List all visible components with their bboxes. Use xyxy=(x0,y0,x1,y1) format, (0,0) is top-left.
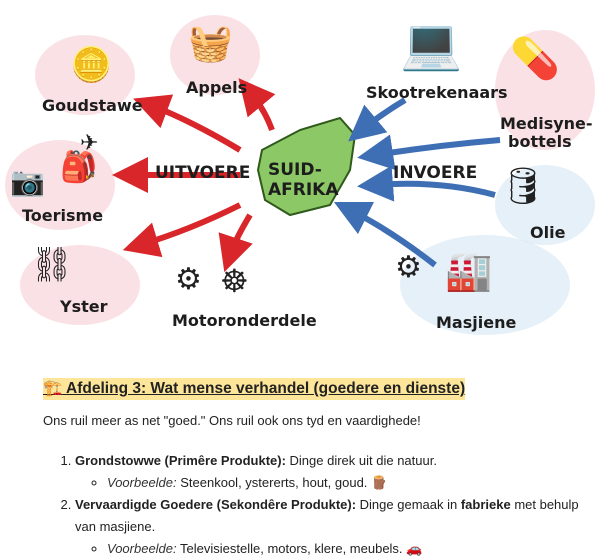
label-invoere: INVOERE xyxy=(393,163,478,183)
export-arrow-parts xyxy=(218,213,253,273)
iron-background xyxy=(20,245,140,325)
label-masjiene: Masjiene xyxy=(436,313,517,332)
label-olie: Olie xyxy=(530,223,566,242)
import-arrow-machines xyxy=(333,201,437,268)
example-item: Voorbeelde: Televisiestelle, motors, kle… xyxy=(107,538,583,560)
goods-list: Grondstowwe (Primêre Produkte): Dinge di… xyxy=(43,450,583,560)
iron-bars-icon: ⛓ xyxy=(30,246,74,284)
item-title: Grondstowwe (Primêre Produkte): xyxy=(75,453,286,468)
intro-text: Ons ruil meer as net "goed." Ons ruil oo… xyxy=(43,413,421,428)
laptop-icon: 💻 xyxy=(400,16,463,72)
oil-background xyxy=(495,165,595,245)
medicine-background xyxy=(495,30,595,150)
item-bold: fabrieke xyxy=(460,497,511,512)
tourism-background xyxy=(5,140,115,230)
backpack-icon: 🎒 xyxy=(60,151,98,184)
label-appels: Appels xyxy=(186,78,248,97)
trade-diagram: 🪙 🧺 📷 🎒 ✈ ⛓ ⚙ ☸ 💻 💊 🛢 ⚙ 🏭 Goudstawe Appe… xyxy=(5,15,595,335)
list-item: Grondstowwe (Primêre Produkte): Dinge di… xyxy=(75,450,583,494)
example-item: Voorbeelde: Steenkool, ystererts, hout, … xyxy=(107,472,583,494)
item-text: Dinge direk uit die natuur. xyxy=(285,453,437,468)
gold-bars-icon: 🪙 xyxy=(70,46,113,84)
machines-background xyxy=(400,235,570,335)
land-shape xyxy=(256,116,357,217)
export-arrow-apples xyxy=(238,78,276,132)
example-label: Voorbeelde: xyxy=(107,541,177,556)
example-text: Televisiestelle, motors, klere, meubels.… xyxy=(176,541,423,556)
airplane-icon: ✈ xyxy=(80,130,99,155)
section-content: 🏗️ Afdeling 3: Wat mense verhandel (goed… xyxy=(43,378,583,560)
label-suid: SUID- xyxy=(268,160,322,180)
gold-background xyxy=(35,35,135,115)
factory-icon: 🏭 xyxy=(445,251,493,293)
example-label: Voorbeelde: xyxy=(107,475,177,490)
gears-icon: ⚙ xyxy=(175,263,202,296)
label-motoronderdele: Motoronderdele xyxy=(172,311,317,330)
steering-wheel-icon: ☸ xyxy=(220,263,249,299)
section-heading-text: Afdeling 3: Wat mense verhandel (goedere… xyxy=(66,380,466,397)
item-title: Vervaardigde Goedere (Sekondêre Produkte… xyxy=(75,497,357,512)
medicine-bottles-icon: 💊 xyxy=(510,37,560,81)
label-skootrekenaars: Skootrekenaars xyxy=(366,83,508,102)
item-text-end: met behulp van masjiene. xyxy=(75,497,579,534)
label-yster: Yster xyxy=(60,297,108,316)
oil-pump-icon: 🛢 xyxy=(500,165,546,206)
item-text: Dinge gemaak in xyxy=(356,497,461,512)
label-medisyne: Medisyne- xyxy=(500,114,593,133)
export-arrow-iron xyxy=(122,202,242,258)
camera-icon: 📷 xyxy=(10,166,45,197)
list-item: Vervaardigde Goedere (Sekondêre Produkte… xyxy=(75,494,583,560)
apple-basket-icon: 🧺 xyxy=(188,22,233,63)
import-arrow-medicine xyxy=(357,134,501,171)
arrows-layer xyxy=(112,78,501,273)
crane-icon: 🏗️ xyxy=(43,380,63,397)
import-arrow-laptop xyxy=(348,97,407,142)
import-arrow-oil xyxy=(357,165,496,202)
label-goudstawe: Goudstawe xyxy=(42,96,143,115)
label-afrika: AFRIKA xyxy=(268,180,339,200)
example-text: Steenkool, ystererts, hout, goud. 🪵 xyxy=(176,475,388,490)
label-bottels: bottels xyxy=(508,132,572,151)
export-arrow-gold xyxy=(133,94,242,153)
label-toerisme: Toerisme xyxy=(22,206,104,225)
machine-gears-icon: ⚙ xyxy=(395,251,422,284)
label-uitvoere: UITVOERE xyxy=(155,163,251,183)
section-heading: 🏗️ Afdeling 3: Wat mense verhandel (goed… xyxy=(43,378,466,400)
